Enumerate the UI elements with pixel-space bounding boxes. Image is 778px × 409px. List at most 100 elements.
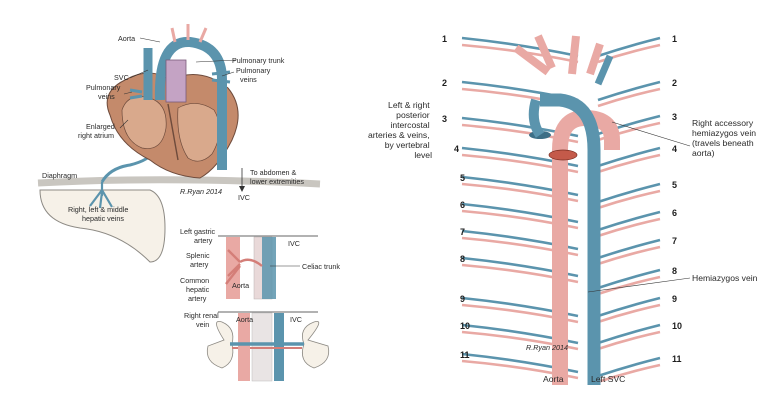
label-splenic: Splenic <box>186 251 210 260</box>
accessory-vein-top <box>594 54 614 86</box>
level-right-11: 11 <box>672 354 682 364</box>
intercostal-panel: Left & right posterior intercostal arter… <box>368 34 758 385</box>
left-ventricle-chamber <box>177 103 220 162</box>
level-right-6: 6 <box>672 208 677 218</box>
label-diaphragm: Diaphragm <box>42 171 77 180</box>
level-left-7: 7 <box>460 227 465 237</box>
label-common-hepatic2: hepatic <box>186 285 210 294</box>
level-left-11: 11 <box>460 350 470 360</box>
liver <box>39 189 166 263</box>
intercostal-vessel-2-3 <box>597 80 661 102</box>
label-ivc: IVC <box>238 193 250 202</box>
intercostal-vessel-7-4 <box>597 245 661 266</box>
intercostal-vessel-10-4 <box>597 330 661 351</box>
signature: R.Ryan 2014 <box>180 187 222 196</box>
pulmonary-trunk <box>165 59 187 103</box>
label-ivc-celiac: IVC <box>288 239 300 248</box>
label-hemiazygos: Hemiazygos vein <box>692 273 758 283</box>
level-left-9: 9 <box>460 294 465 304</box>
label-svc: SVC <box>114 73 129 82</box>
label-left-gastric: Left gastric <box>180 227 216 236</box>
label-hepatic-veins2: hepatic veins <box>82 214 124 223</box>
intercostal-vessel-4-4 <box>597 153 661 174</box>
label-celiac-trunk: Celiac trunk <box>302 262 340 271</box>
intercostal-vessel-10-3 <box>597 323 661 345</box>
level-right-7: 7 <box>672 236 677 246</box>
septum <box>167 103 179 161</box>
level-right-1: 1 <box>672 34 677 44</box>
label-enlarged-atrium: Enlarged <box>86 122 115 131</box>
left-caption: Left & right posterior intercostal arter… <box>368 100 432 160</box>
intercostal-vessel-5-4 <box>597 189 661 210</box>
intercostal-vessel-8-3 <box>597 268 661 290</box>
level-left-1: 1 <box>442 34 447 44</box>
right-accessory-caption: Right accessory hemiazygos vein (travels… <box>692 118 758 158</box>
intercostal-vessel-6-4 <box>597 217 661 238</box>
label-common-hepatic: Common <box>180 276 209 285</box>
intercostal-vessel-9-4 <box>597 303 661 324</box>
label-right-renal: Right renal <box>184 311 219 320</box>
label-pulmonary-trunk: Pulmonary trunk <box>232 56 285 65</box>
label-right-renal2: vein <box>196 320 209 329</box>
label-left-svc-bottom: Left SVC <box>591 374 625 384</box>
intercostal-vessel-3-4 <box>597 121 661 142</box>
label-pulmonary-veins-left: Pulmonary <box>86 83 121 92</box>
left-kidney <box>301 321 330 369</box>
level-left-3: 3 <box>442 114 447 124</box>
intercostal-vessel-4-3 <box>597 146 661 168</box>
label-enlarged-atrium2: right atrium <box>78 131 114 140</box>
celiac-branches <box>225 249 263 285</box>
label-hepatic-veins: Right, left & middle <box>68 205 128 214</box>
intercostal-vessel-5-3 <box>597 182 661 204</box>
level-right-3: 3 <box>672 112 677 122</box>
renal-aorta <box>238 313 250 381</box>
level-right-9: 9 <box>672 294 677 304</box>
arch-branch-vessels <box>513 34 604 76</box>
diaphragm-band <box>37 176 321 188</box>
label-pulmonary-veins-right2: veins <box>240 75 257 84</box>
heart-panel: Aorta SVC Pulmonary veins Enlarged right… <box>37 24 321 263</box>
intercostal-vessel-11-4 <box>597 363 661 384</box>
aortic-arch <box>154 36 227 170</box>
level-left-10: 10 <box>460 321 470 331</box>
level-left-2: 2 <box>442 78 447 88</box>
intercostal-vessel-2-4 <box>597 87 661 108</box>
arch-branches <box>170 24 208 43</box>
signature-right: R.Ryan 2014 <box>526 343 568 352</box>
level-right-10: 10 <box>672 321 682 331</box>
label-pulmonary-veins-right: Pulmonary <box>236 66 271 75</box>
level-left-8: 8 <box>460 254 465 264</box>
level-right-5: 5 <box>672 180 677 190</box>
right-kidney <box>206 321 234 369</box>
ivc-segment <box>262 237 276 299</box>
intercostal-vessel-1-4 <box>597 43 661 64</box>
intercostal-vessel-8-4 <box>597 275 661 296</box>
left-svc-vessel <box>540 93 601 385</box>
arch-vein <box>528 98 545 138</box>
label-splenic2: artery <box>190 260 209 269</box>
arrow-head <box>239 186 245 192</box>
level-right-2: 2 <box>672 78 677 88</box>
label-to-abdomen: To abdomen & <box>250 168 297 177</box>
label-lower-extremities: lower extremities <box>250 177 304 186</box>
pulmonary-veins <box>129 70 231 100</box>
hepatic-veins <box>89 182 113 209</box>
label-pulmonary-veins-left2: veins <box>98 92 115 101</box>
label-common-hepatic3: artery <box>188 294 207 303</box>
intercostal-vessel-1-3 <box>597 36 661 58</box>
renal-panel: Right renal vein Aorta IVC <box>184 311 330 382</box>
label-aorta: Aorta <box>118 34 135 43</box>
label-left-gastric2: artery <box>194 236 213 245</box>
cut-pulmonary-end <box>548 149 578 161</box>
celiac-panel: Left gastric artery Splenic artery Commo… <box>180 227 340 303</box>
label-ivc-renal: IVC <box>290 315 302 324</box>
level-right-8: 8 <box>672 266 677 276</box>
level-left-5: 5 <box>460 173 465 183</box>
level-left-6: 6 <box>460 200 465 210</box>
intercostal-vessel-11-3 <box>597 356 661 378</box>
label-aorta-celiac: Aorta <box>232 281 249 290</box>
intercostal-vessel-9-3 <box>597 296 661 318</box>
level-right-4: 4 <box>672 144 677 154</box>
